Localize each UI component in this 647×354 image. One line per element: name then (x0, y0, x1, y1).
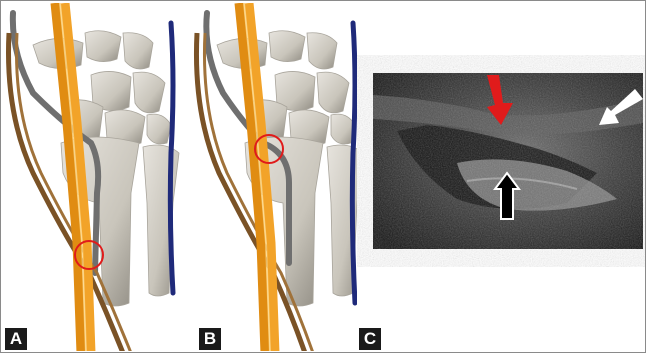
panel-a: A (3, 3, 189, 351)
blue-vessel (352, 23, 355, 303)
ultrasound-field (373, 73, 643, 249)
panel-c: C (357, 3, 645, 351)
carpal-bones (33, 31, 171, 146)
carpal-bones (217, 31, 355, 146)
wrist-illustration-b (193, 3, 373, 351)
blue-vessel (170, 23, 173, 293)
panel-b: B (193, 3, 373, 351)
panel-label-a: A (5, 328, 27, 350)
wrist-illustration-a (3, 3, 189, 351)
ultrasound-image (357, 3, 645, 351)
panel-label-c: C (359, 328, 381, 350)
panel-label-b: B (199, 328, 221, 350)
